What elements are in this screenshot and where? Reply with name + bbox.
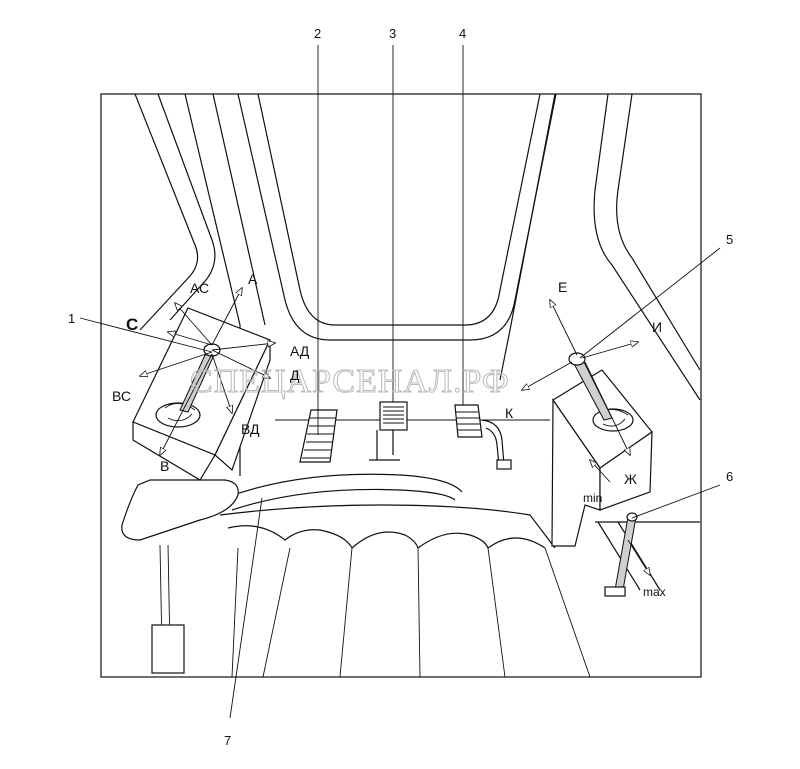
label-bc: ВС [112, 388, 131, 404]
label-b: В [160, 458, 169, 474]
callout-6: 6 [726, 469, 733, 484]
watermark: СПЕЦАРСЕНАЛ.РФ [190, 363, 510, 400]
pedal-right-4[interactable] [454, 404, 512, 470]
windshield [237, 93, 557, 341]
label-bd: ВД [241, 421, 260, 437]
label-min: min [583, 491, 602, 505]
seat-front-rail [224, 473, 463, 511]
label-k: К [505, 405, 514, 421]
callout-7: 7 [224, 733, 231, 748]
right-joystick-arrows [522, 300, 638, 483]
label-ac: АС [190, 280, 209, 296]
label-d: Д [290, 367, 300, 383]
pedal-left-2[interactable] [299, 409, 338, 463]
label-c: С [126, 315, 138, 334]
left-armrest [121, 479, 239, 674]
label-ad: АД [290, 343, 310, 359]
throttle-lever[interactable] [595, 512, 700, 597]
label-zh: Ж [624, 471, 637, 487]
label-a: А [248, 271, 258, 287]
callout-5: 5 [726, 232, 733, 247]
callout-1: 1 [68, 311, 75, 326]
seat-cushion [219, 504, 591, 678]
left-joystick-arrows [140, 288, 275, 455]
callout-2: 2 [314, 26, 321, 41]
callout-3: 3 [389, 26, 396, 41]
label-e: Е [558, 279, 567, 295]
pedal-center-3[interactable] [369, 401, 408, 461]
label-max: max [643, 585, 666, 599]
callout-4: 4 [459, 26, 466, 41]
callout-leaders [79, 45, 721, 719]
label-i: И [652, 319, 662, 335]
